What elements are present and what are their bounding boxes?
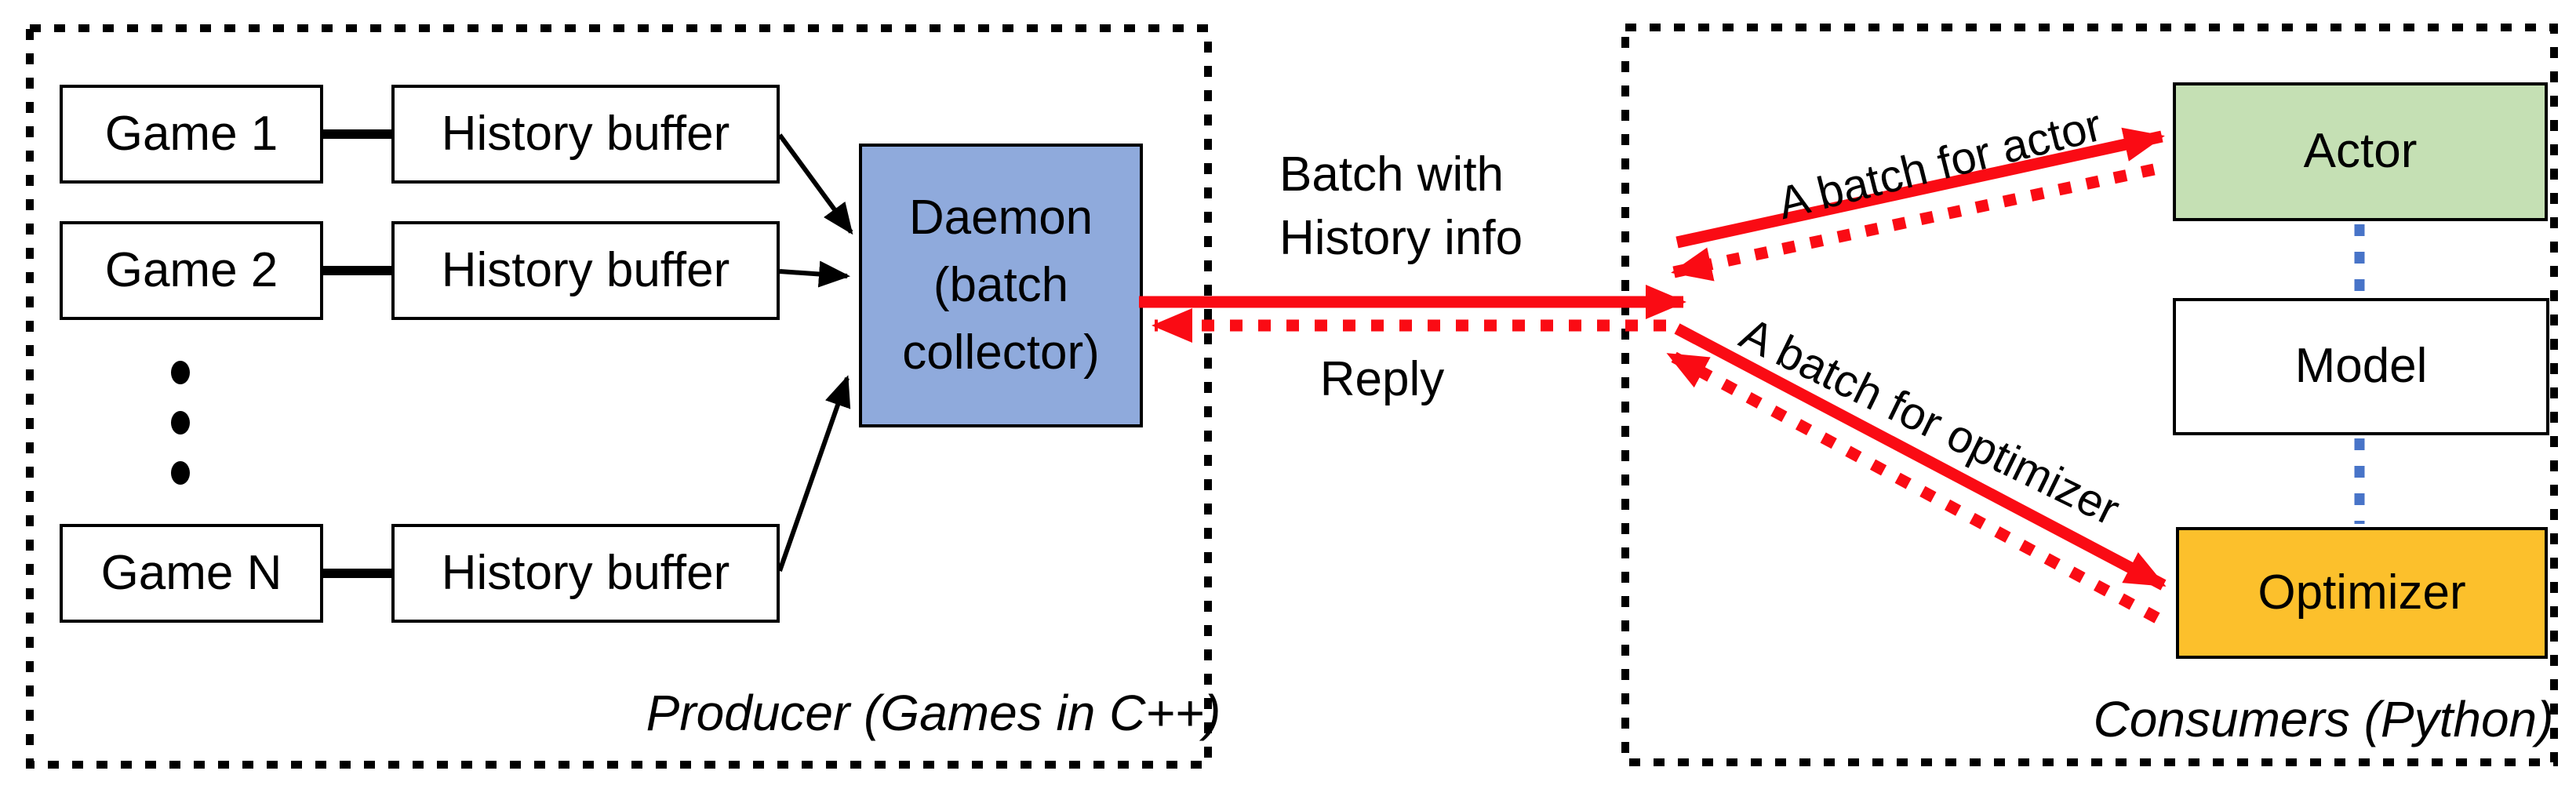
- vertical-ellipsis-icon: [171, 361, 190, 485]
- buffer-1-to-daemon-arrow: [777, 133, 853, 235]
- actor-box: Actor: [2173, 82, 2548, 221]
- game-1-label: Game 1: [104, 106, 278, 161]
- reply-label: Reply: [1319, 352, 1445, 406]
- game-2-box: Game 2: [60, 221, 323, 320]
- history-buffer-2-box: History buffer: [391, 221, 780, 320]
- game-1-box: Game 1: [60, 85, 323, 184]
- producer-section-label: Producer (Games in C++): [646, 685, 1221, 741]
- history-buffer-2-label: History buffer: [441, 242, 730, 297]
- batch-for-optimizer-label: A batch for optimizer: [1732, 307, 2128, 536]
- game-2-label: Game 2: [104, 242, 278, 297]
- batch-with-history-info-label: Batch with History info: [1279, 147, 1523, 265]
- game-n-box: Game N: [60, 524, 323, 623]
- model-box: Model: [2173, 298, 2549, 435]
- history-buffer-n-box: History buffer: [391, 524, 780, 623]
- daemon-batch-collector-box: Daemon (batch collector): [859, 144, 1143, 427]
- buffer-2-to-daemon-arrow: [779, 260, 850, 288]
- actor-label: Actor: [2303, 124, 2418, 179]
- batch-for-actor-label: A batch for actor: [1773, 99, 2107, 230]
- history-buffer-1-label: History buffer: [441, 106, 730, 161]
- game-n-label: Game N: [100, 545, 282, 600]
- history-buffer-1-box: History buffer: [391, 85, 780, 184]
- optimizer-box: Optimizer: [2176, 527, 2548, 659]
- model-label: Model: [2294, 339, 2428, 394]
- optimizer-label: Optimizer: [2258, 565, 2466, 620]
- history-buffer-n-label: History buffer: [441, 545, 730, 600]
- daemon-label: Daemon (batch collector): [902, 191, 1100, 380]
- buffer-n-to-daemon-arrow: [777, 375, 851, 572]
- consumers-section-label: Consumers (Python): [2093, 691, 2554, 747]
